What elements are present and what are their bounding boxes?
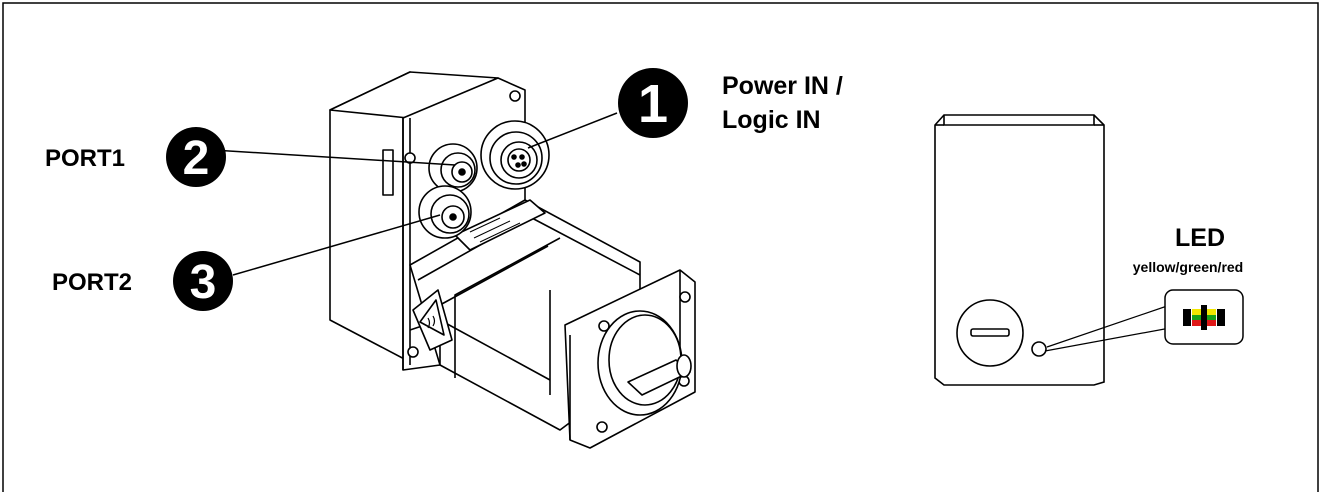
screw — [407, 346, 419, 358]
callout-3-number: 3 — [190, 256, 217, 309]
callout-2-number: 2 — [183, 132, 210, 185]
callout-1-circle — [618, 68, 688, 138]
led-indicator — [1031, 341, 1047, 357]
screw — [509, 90, 521, 102]
callout-1-label-line1: Power IN / — [722, 72, 843, 100]
callout-3-label: PORT2 — [52, 269, 132, 296]
led-leader-line — [1046, 304, 1171, 348]
leader-lines — [212, 112, 618, 276]
led-color-icon — [1183, 305, 1225, 330]
callout-3-circle — [173, 251, 233, 311]
hot-surface-warning-icon — [419, 299, 445, 336]
front-view-panel — [934, 114, 1105, 386]
connector-port1 — [428, 143, 478, 193]
connector-power-logic — [480, 120, 550, 190]
callout-1-number: 1 — [638, 74, 668, 134]
led-title: LED — [1175, 224, 1225, 252]
callout-2-label: PORT1 — [45, 145, 125, 172]
side-label — [382, 149, 394, 196]
flange-hole — [598, 320, 610, 332]
callout-1-label-line2: Logic IN — [722, 106, 821, 134]
callout-2-circle — [166, 127, 226, 187]
led-colors-text: yellow/green/red — [1133, 259, 1243, 275]
flange-hole — [596, 421, 608, 433]
connector-port2 — [418, 185, 472, 239]
screw — [404, 152, 416, 164]
rating-label — [454, 199, 546, 251]
screw-slot — [970, 328, 1010, 337]
led-leader-line — [1044, 327, 1171, 352]
motor-drawing — [329, 71, 696, 449]
flange-hole — [679, 291, 691, 303]
